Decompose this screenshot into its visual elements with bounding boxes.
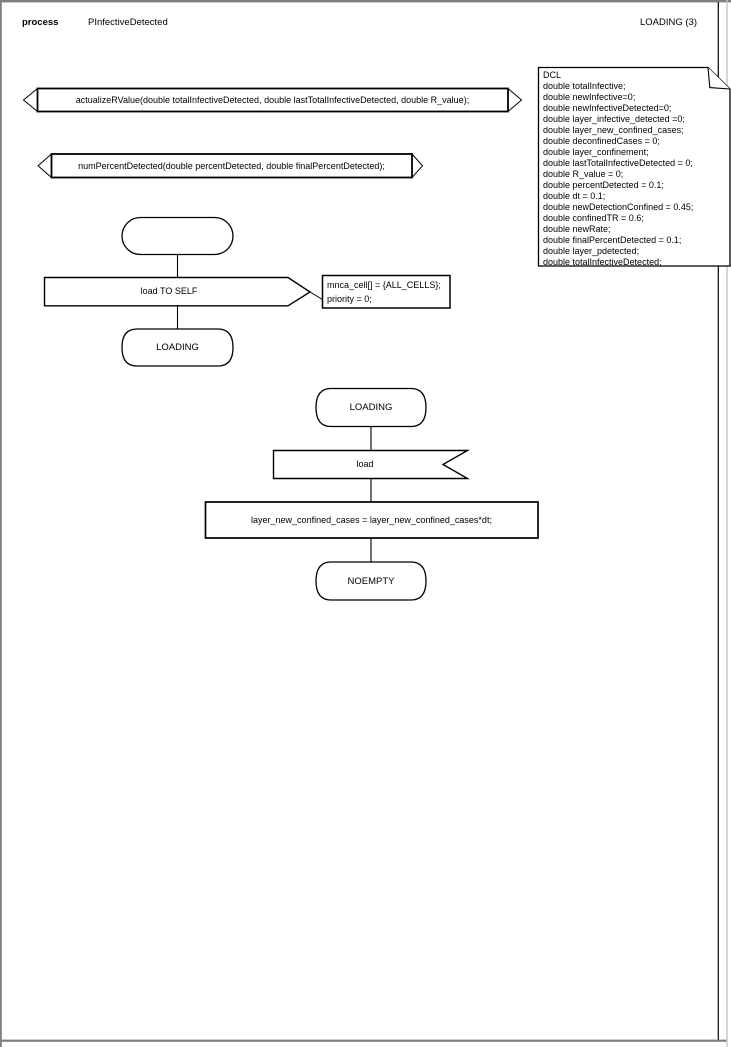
state-symbol-loading-1[interactable] (121, 328, 234, 367)
state-symbol-loading-2[interactable] (315, 387, 427, 428)
page-state-label: LOADING (3) (639, 17, 697, 28)
procedure-rect-actualize (36, 87, 509, 113)
dcl-note-shape[interactable] (537, 66, 731, 267)
procedure-actualize-label[interactable]: actualizeRValue(double totalInfectiveDet… (75, 94, 470, 105)
input-symbol-label[interactable]: load (356, 459, 374, 469)
connector-output-comment (309, 291, 323, 300)
input-symbol[interactable] (272, 449, 471, 480)
process-kind-label: process (22, 17, 59, 28)
comment-box-text[interactable]: mnca_cell[] = {ALL_CELLS}; priority = 0; (327, 280, 441, 304)
task-symbol[interactable] (204, 501, 539, 539)
state-noempty-label[interactable]: NOEMPTY (347, 575, 395, 587)
dcl-note-text[interactable]: DCL double totalInfective; double newInf… (543, 69, 694, 267)
window-edge-left (0, 0, 2, 1047)
procedure-rect-numpercent (50, 153, 413, 179)
procedure-numpercent-label[interactable]: numPercentDetected(double percentDetecte… (78, 160, 385, 171)
state-symbol-noempty[interactable] (315, 561, 427, 601)
output-symbol-label[interactable]: load TO SELF (140, 286, 198, 296)
start-symbol[interactable] (121, 216, 234, 256)
task-symbol-label[interactable]: layer_new_confined_cases = layer_new_con… (251, 514, 492, 525)
output-symbol[interactable] (43, 276, 312, 307)
process-name-label: PInfectiveDetected (88, 17, 168, 28)
state-loading-2-label[interactable]: LOADING (349, 402, 393, 413)
window-edge-top (0, 0, 731, 3)
window-edge-bottom (0, 1039, 727, 1042)
state-loading-1-label[interactable]: LOADING (156, 342, 199, 353)
comment-box[interactable] (321, 274, 451, 309)
dcl-note-fold-icon (707, 67, 731, 90)
